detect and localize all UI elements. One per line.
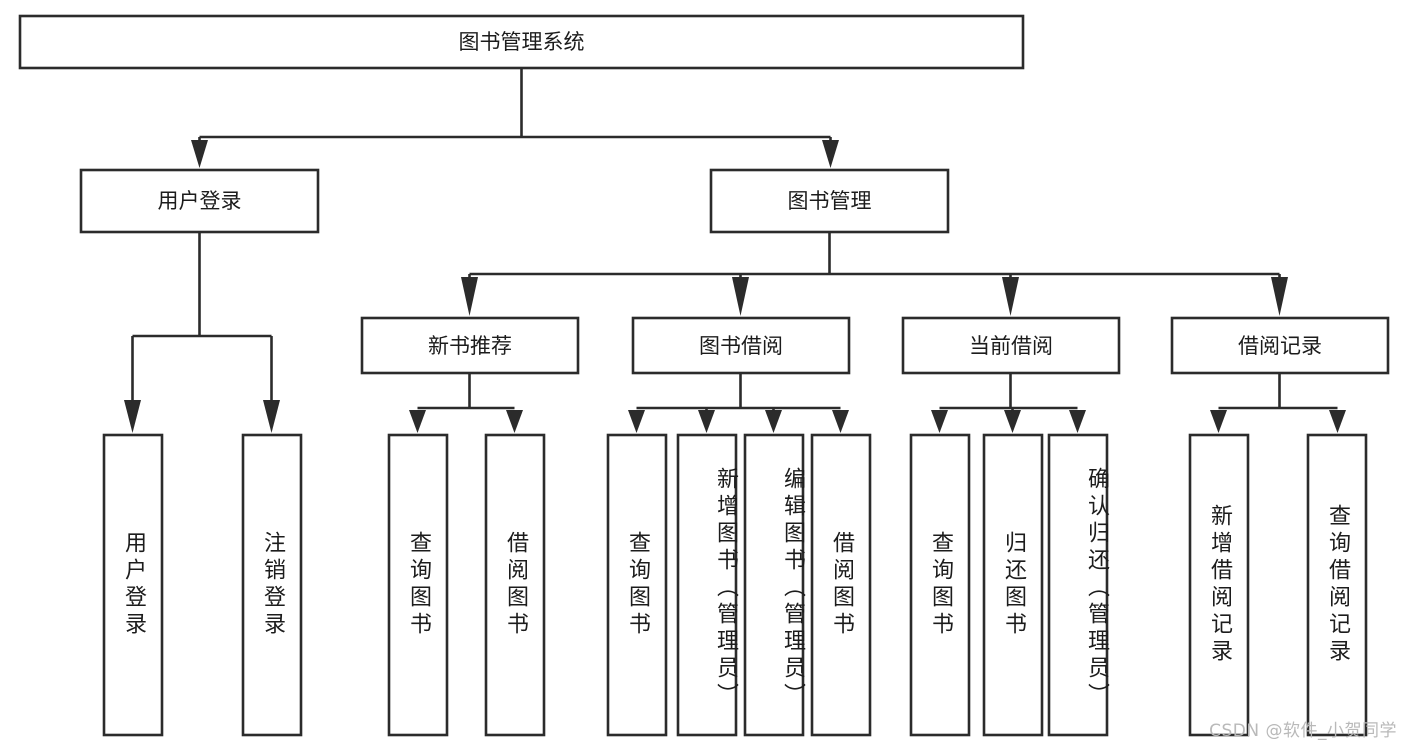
- arrow-head-leaf-query-book-3: [931, 410, 948, 433]
- arrow-head-leaf-borrow-book-2: [832, 410, 849, 433]
- arrow-head-current-borrow: [1002, 277, 1019, 316]
- node-root-label: 图书管理系统: [459, 30, 585, 54]
- arrow-head-leaf-user-login: [124, 400, 141, 433]
- arrow-head-leaf-add-book: [698, 410, 715, 433]
- leaf-user-login-box[interactable]: [102, 433, 164, 737]
- leaf-query-book-2-box[interactable]: [606, 433, 668, 737]
- node-new-book-rec-box[interactable]: [360, 316, 580, 375]
- arrow-head-new-book-rec: [461, 277, 478, 316]
- leaf-query-book-1-box[interactable]: [387, 433, 449, 737]
- arrow-head-leaf-borrow-book-1: [506, 410, 523, 433]
- node-root[interactable]: 图书管理系统: [18, 14, 1025, 70]
- node-user-login-box[interactable]: [79, 168, 320, 234]
- arrow-head-book-manage: [822, 140, 839, 168]
- arrow-head-leaf-add-record: [1210, 410, 1227, 433]
- leaf-add-book-box[interactable]: [676, 433, 738, 737]
- node-root-box[interactable]: [18, 14, 1025, 70]
- node-book-manage-box[interactable]: [709, 168, 950, 234]
- connector-group-book-manage: [461, 232, 1288, 316]
- node-current-borrow-box[interactable]: [901, 316, 1121, 375]
- connector-group-current-borrow: [931, 373, 1086, 433]
- node-new-book-rec[interactable]: 新书推荐: [360, 316, 580, 375]
- node-book-borrow[interactable]: 图书借阅: [631, 316, 851, 375]
- node-borrow-record[interactable]: 借阅记录: [1170, 316, 1390, 375]
- leaf-edit-book-box[interactable]: [743, 433, 805, 737]
- arrow-head-user-login: [191, 140, 208, 168]
- arrow-head-leaf-edit-book: [765, 410, 782, 433]
- leaf-borrow-book-1-box[interactable]: [484, 433, 546, 737]
- arrow-head-book-borrow: [732, 277, 749, 316]
- leaf-confirm-return-box[interactable]: [1047, 433, 1109, 737]
- node-book-manage-label: 图书管理: [788, 189, 872, 213]
- node-borrow-record-label: 借阅记录: [1238, 334, 1322, 358]
- leaf-borrow-book-2-box[interactable]: [810, 433, 872, 737]
- node-current-borrow[interactable]: 当前借阅: [901, 316, 1121, 375]
- arrow-head-leaf-user-logout: [263, 400, 280, 433]
- node-book-manage[interactable]: 图书管理: [709, 168, 950, 234]
- arrow-head-leaf-confirm-return: [1069, 410, 1086, 433]
- connector-group-borrow-record: [1210, 373, 1346, 433]
- leaf-user-logout-box[interactable]: [241, 433, 303, 737]
- node-book-borrow-label: 图书借阅: [699, 334, 783, 358]
- arrow-head-leaf-query-book-1: [409, 410, 426, 433]
- arrow-head-leaf-query-record: [1329, 410, 1346, 433]
- leaf-query-book-3-box[interactable]: [909, 433, 971, 737]
- node-borrow-record-box[interactable]: [1170, 316, 1390, 375]
- arrow-head-leaf-query-book-2: [628, 410, 645, 433]
- connector-group-root: [191, 68, 839, 168]
- csdn-watermark: CSDN @软件_小贺同学: [1209, 721, 1397, 741]
- leaf-query-record-box[interactable]: [1306, 433, 1368, 737]
- node-user-login-label: 用户登录: [158, 189, 242, 213]
- node-user-login[interactable]: 用户登录: [79, 168, 320, 234]
- node-book-borrow-box[interactable]: [631, 316, 851, 375]
- arrow-head-leaf-return-book: [1004, 410, 1021, 433]
- node-new-book-rec-label: 新书推荐: [428, 334, 512, 358]
- arrow-head-borrow-record: [1271, 277, 1288, 316]
- node-current-borrow-label: 当前借阅: [969, 334, 1053, 358]
- leaf-add-record-box[interactable]: [1188, 433, 1250, 737]
- connector-group-book-borrow: [628, 373, 849, 433]
- leaf-boxes: [102, 433, 1368, 737]
- leaf-return-book-box[interactable]: [982, 433, 1044, 737]
- connector-group-new-book-rec: [409, 373, 523, 433]
- connector-group-user-login: [124, 232, 280, 433]
